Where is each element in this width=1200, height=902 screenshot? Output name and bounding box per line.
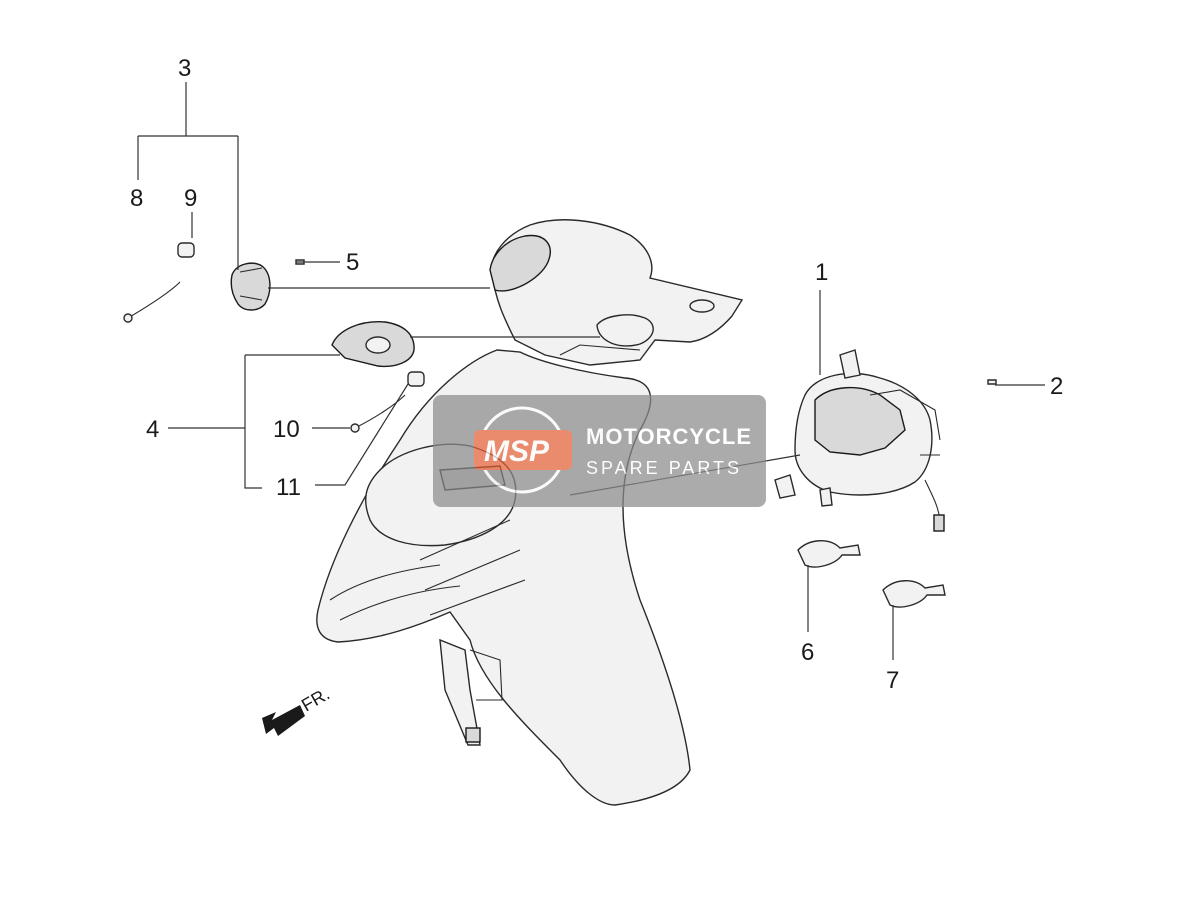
headlight-assembly — [774, 349, 945, 532]
front-direction-arrow: FR. — [262, 684, 333, 736]
callout-8: 8 — [130, 185, 143, 212]
callout-7: 7 — [886, 667, 899, 694]
callout-10: 10 — [273, 416, 300, 443]
turn-signal-left — [331, 321, 415, 368]
callout-4: 4 — [146, 416, 159, 443]
bulbs-and-wires — [123, 242, 997, 608]
watermark-background — [433, 395, 766, 507]
turn-signal-right — [230, 262, 271, 311]
callout-2: 2 — [1050, 373, 1063, 400]
direction-label: FR. — [298, 684, 333, 716]
watermark: MSP MOTORCYCLE SPARE PARTS — [433, 395, 766, 507]
callout-11: 11 — [276, 474, 301, 501]
callout-3: 3 — [178, 55, 191, 82]
callout-5: 5 — [346, 249, 359, 276]
watermark-logo-badge — [474, 430, 572, 470]
callouts: 1 2 3 4 5 6 7 8 9 10 11 — [130, 55, 1063, 694]
callout-9: 9 — [184, 185, 197, 212]
callout-1: 1 — [815, 259, 828, 286]
callout-6: 6 — [801, 639, 814, 666]
watermark-brand: MOTORCYCLE — [586, 424, 752, 449]
watermark-sub: SPARE PARTS — [586, 458, 742, 478]
handlebar-cover — [489, 219, 744, 366]
watermark-logo: MSP — [484, 435, 550, 468]
